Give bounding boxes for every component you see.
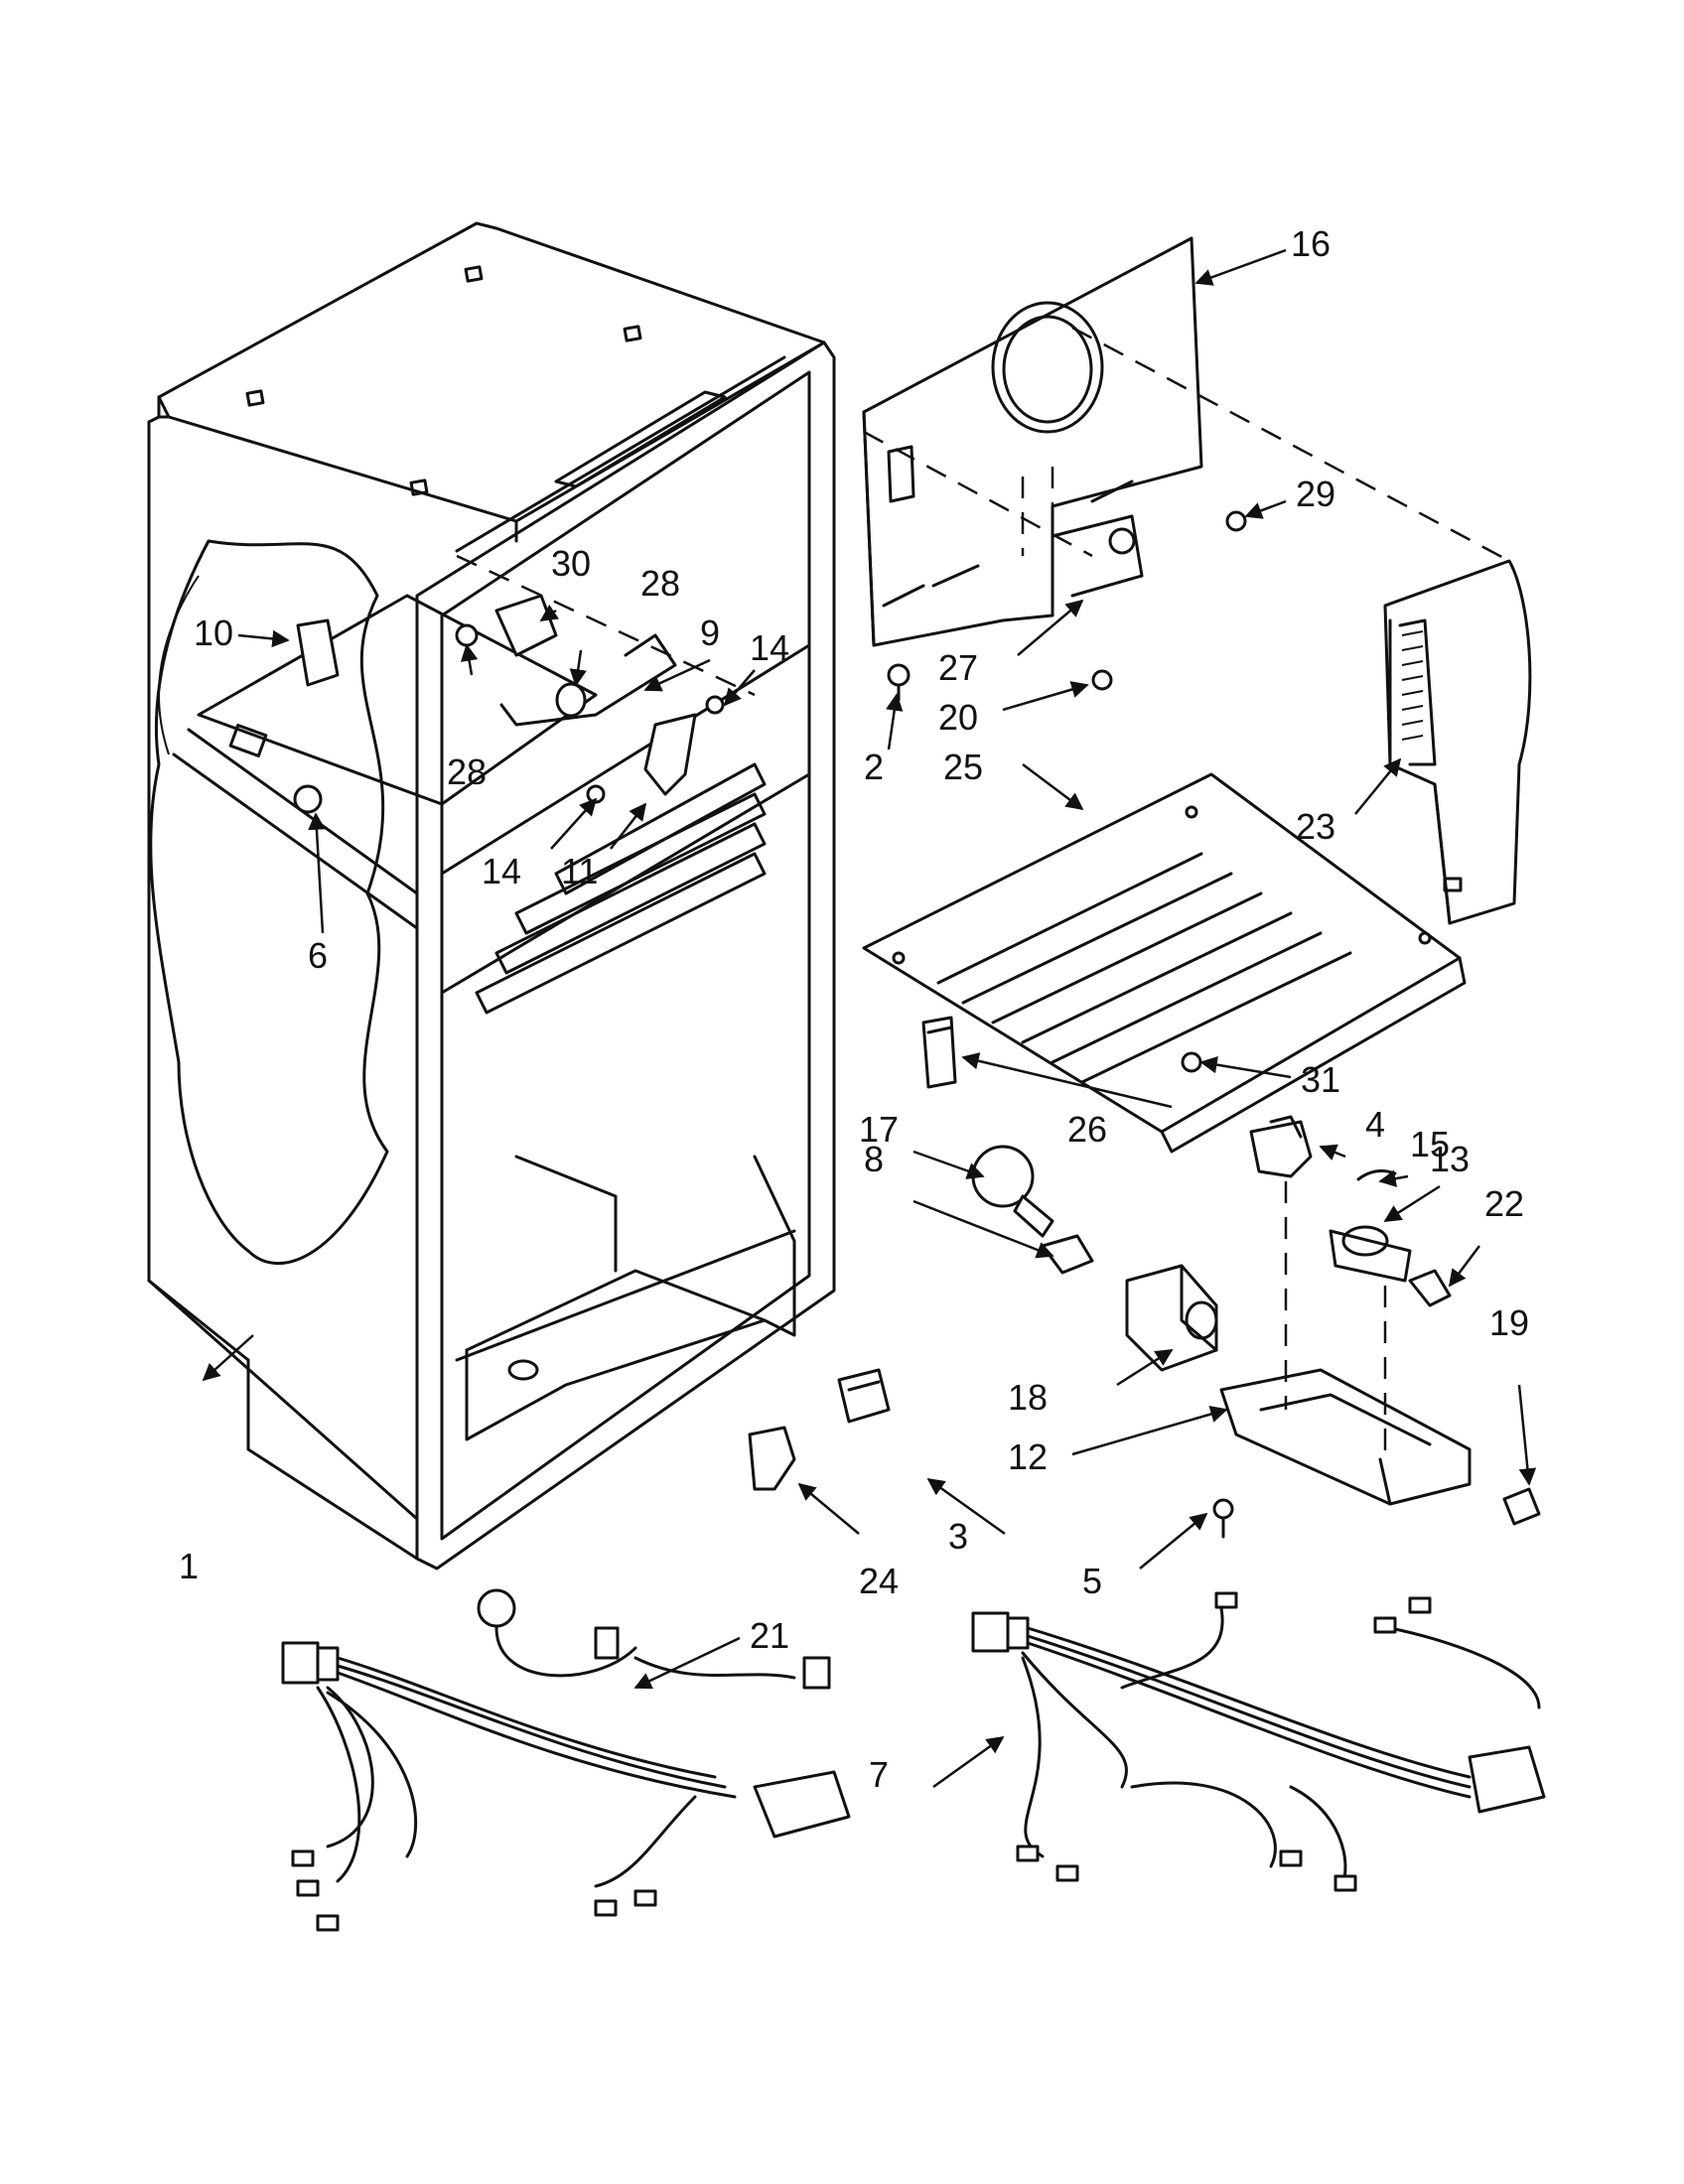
cabinet-liner (147, 221, 836, 1570)
callout-14b: 14 (750, 627, 789, 668)
callout-29: 29 (1296, 474, 1335, 514)
light-shield (1125, 1264, 1218, 1372)
callout-19: 19 (1489, 1302, 1529, 1343)
callout-2: 2 (864, 747, 884, 787)
callout-31: 31 (1301, 1059, 1340, 1100)
callout-27: 27 (938, 647, 978, 688)
leader-lines (202, 248, 1537, 1789)
wiring-harness-7 (971, 1591, 1546, 1892)
callout-12: 12 (1008, 1436, 1048, 1477)
overload-protector (748, 1426, 796, 1491)
callout-9: 9 (700, 613, 720, 653)
light-bulb (971, 1145, 1054, 1238)
callout-28a: 28 (447, 751, 487, 792)
control-mounting-bracket (1219, 1368, 1472, 1506)
relay (837, 1368, 891, 1424)
callout-1: 1 (179, 1546, 199, 1586)
callout-7: 7 (869, 1754, 889, 1795)
callout-10: 10 (194, 613, 233, 653)
control-dial-knob (1408, 1269, 1452, 1307)
callout-15: 15 (1410, 1124, 1450, 1164)
screw-20 (1091, 669, 1113, 691)
freezer-shelf-evaporator (862, 772, 1467, 1154)
alignment-lines (456, 326, 1510, 1459)
callout-17: 17 (859, 1109, 899, 1150)
callout-3: 3 (948, 1516, 968, 1557)
control-knob (1249, 1115, 1313, 1178)
plug-6 (293, 784, 323, 814)
callout-28b: 28 (640, 563, 680, 604)
wire-clip (1502, 1487, 1541, 1526)
callout-24: 24 (859, 1561, 899, 1601)
callout-20: 20 (938, 697, 978, 738)
screw-29 (1225, 510, 1247, 532)
callout-13: 13 (1430, 1139, 1470, 1179)
callout-30: 30 (551, 543, 591, 584)
callout-26: 26 (1067, 1109, 1107, 1150)
screw (1212, 1498, 1234, 1539)
callout-25: 25 (943, 747, 983, 787)
wiring-harness-21 (281, 1588, 851, 1932)
evaporator-fan-motor (296, 594, 725, 804)
callout-6: 6 (308, 935, 328, 976)
callout-21: 21 (750, 1615, 789, 1656)
callout-18: 18 (1008, 1377, 1048, 1418)
callout-16: 16 (1291, 223, 1331, 264)
callout-8: 8 (864, 1139, 884, 1179)
callout-5: 5 (1082, 1561, 1102, 1601)
callout-14a: 14 (482, 851, 521, 891)
shelf-plug (887, 663, 911, 702)
light-socket (1041, 1234, 1094, 1275)
callout-labels: 1 2 3 4 5 6 7 8 9 10 11 12 13 14 14 15 1… (179, 223, 1529, 1795)
callout-22: 22 (1484, 1183, 1524, 1224)
screw-31 (1181, 1051, 1202, 1073)
capillary-tube (1356, 1169, 1397, 1181)
callout-11: 11 (561, 851, 598, 891)
callout-23: 23 (1296, 806, 1335, 847)
evaporator-cover-panel (862, 236, 1203, 647)
door-switch (921, 1016, 957, 1089)
cold-control-thermostat (1329, 1225, 1412, 1283)
control-housing (1383, 559, 1532, 925)
callout-4: 4 (1365, 1104, 1385, 1145)
